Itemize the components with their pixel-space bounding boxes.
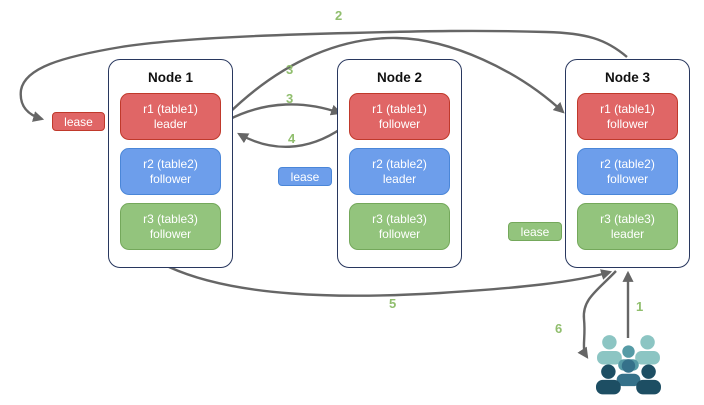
lease-badge-blue: lease	[278, 167, 332, 186]
node-2-title: Node 2	[376, 70, 422, 85]
step-label-4: 4	[288, 131, 296, 146]
arrow-step-2-node3-to-lease1	[19, 29, 628, 122]
node-3: Node 3 r1 (table1) follower r2 (table2) …	[565, 59, 690, 268]
arrow-step-6-node3-to-users	[577, 270, 617, 359]
replica-role-label: follower	[378, 226, 421, 241]
node-3-replica-r3: r3 (table3) leader	[577, 203, 678, 250]
step-label-3b: 3	[286, 91, 294, 106]
arrow-step-4-node2-to-node1	[237, 127, 343, 149]
node-2-replica-r1: r1 (table1) follower	[349, 93, 450, 140]
node-3-title: Node 3	[604, 70, 650, 85]
node-1-replica-r3: r3 (table3) follower	[120, 203, 221, 250]
person-icon	[597, 335, 622, 365]
replica-range-label: r1 (table1)	[372, 101, 427, 116]
arrow-step-3-short-node1-to-node2	[227, 103, 343, 122]
step-label-1: 1	[636, 299, 644, 314]
step-label-2: 2	[335, 8, 343, 23]
replica-range-label: r2 (table2)	[143, 156, 198, 171]
node-1-title: Node 1	[147, 70, 193, 85]
replica-range-label: r2 (table2)	[372, 156, 427, 171]
replica-range-label: r1 (table1)	[600, 101, 655, 116]
node-3-replica-r2: r2 (table2) follower	[577, 148, 678, 195]
person-icon	[636, 364, 661, 395]
replica-range-label: r3 (table3)	[372, 211, 427, 226]
person-icon	[616, 359, 641, 387]
replica-role-label: follower	[606, 171, 649, 186]
replica-range-label: r3 (table3)	[600, 211, 655, 226]
replica-role-label: follower	[606, 116, 649, 131]
step-label-3a: 3	[286, 62, 294, 77]
node-1: Node 1 r1 (table1) leader r2 (table2) fo…	[108, 59, 233, 268]
arrow-step-3-long-node1-to-node3	[226, 36, 565, 116]
replica-role-label: follower	[149, 226, 192, 241]
node-2-replica-r3: r3 (table3) follower	[349, 203, 450, 250]
replica-role-label: follower	[378, 116, 421, 131]
node-1-replica-r2: r2 (table2) follower	[120, 148, 221, 195]
node-1-replica-r1: r1 (table1) leader	[120, 93, 221, 140]
users-group-icon	[596, 335, 661, 395]
step-label-6: 6	[555, 321, 563, 336]
replica-role-label: follower	[149, 171, 192, 186]
node-2: Node 2 r1 (table1) follower r2 (table2) …	[337, 59, 462, 268]
replica-role-label: leader	[610, 226, 645, 241]
node-2-replica-r2: r2 (table2) leader	[349, 148, 450, 195]
step-label-5: 5	[389, 296, 397, 311]
replica-role-label: leader	[153, 116, 188, 131]
arrow-step-5-node1-to-node3	[168, 265, 613, 297]
node-3-replica-r1: r1 (table1) follower	[577, 93, 678, 140]
person-icon	[635, 335, 660, 365]
replica-range-label: r3 (table3)	[143, 211, 198, 226]
person-icon	[596, 364, 621, 395]
replica-role-label: leader	[382, 171, 417, 186]
replica-range-label: r2 (table2)	[600, 156, 655, 171]
lease-badge-red: lease	[52, 112, 105, 131]
lease-badge-green: lease	[508, 222, 562, 241]
replica-range-label: r1 (table1)	[143, 101, 198, 116]
